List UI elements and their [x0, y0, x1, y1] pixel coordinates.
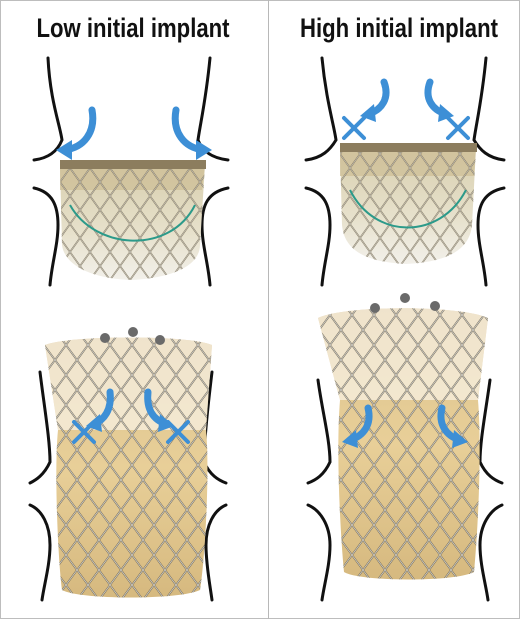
bottom-left-valve	[45, 327, 212, 598]
top-right-valve	[340, 143, 477, 264]
x-mark-icon	[344, 118, 364, 138]
curved-arrow-icon	[428, 82, 454, 122]
curved-arrow-icon	[360, 82, 386, 122]
top-left-valve	[60, 160, 206, 280]
curved-arrow-icon	[175, 110, 212, 160]
bottom-right-valve	[318, 293, 488, 580]
x-mark-icon	[448, 118, 468, 138]
